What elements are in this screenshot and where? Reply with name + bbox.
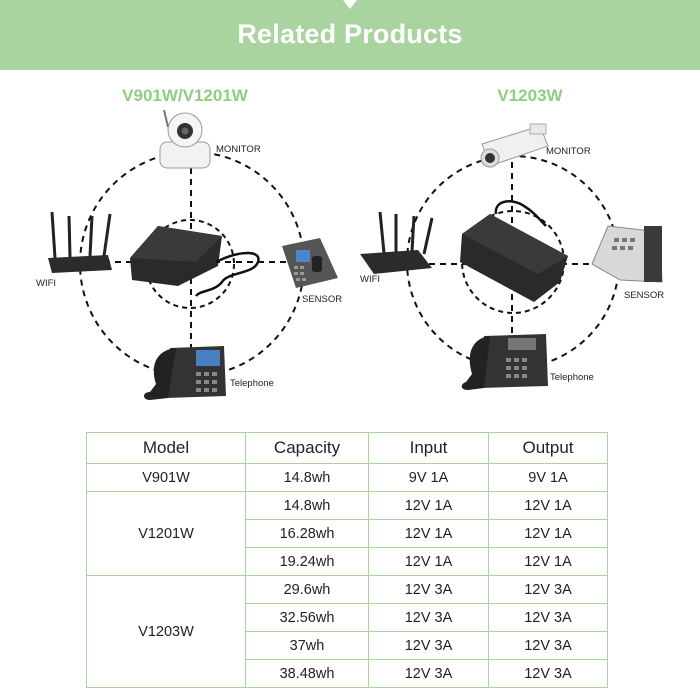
cell-input: 12V 1A (368, 519, 489, 548)
header-output: Output (488, 432, 608, 464)
ip-camera-icon (159, 109, 211, 169)
banner-notch (343, 0, 357, 9)
cell-output: 12V 3A (488, 575, 608, 604)
cell-output: 12V 3A (488, 631, 608, 660)
cell-input: 12V 3A (368, 659, 489, 688)
wifi-router-icon (360, 211, 434, 274)
cell-capacity: 32.56wh (245, 603, 369, 632)
table-row: V1201W 14.8wh 12V 1A 12V 1A (86, 491, 608, 576)
cell-input: 12V 3A (368, 575, 489, 604)
spec-table: Model Capacity Input Output V901W 14.8wh… (86, 432, 608, 688)
cell-model: V901W (86, 463, 246, 492)
cell-capacity: 14.8wh (245, 463, 369, 492)
cell-output: 12V 3A (488, 659, 608, 688)
cell-input: 12V 3A (368, 603, 489, 632)
cell-input: 9V 1A (368, 463, 489, 492)
fingerprint-sensor-icon (282, 238, 338, 288)
cell-output: 12V 1A (488, 491, 608, 520)
cell-capacity: 14.8wh (245, 491, 369, 520)
bullet-camera-icon (480, 123, 549, 168)
table-row: 19.24wh 12V 1A 12V 1A (87, 547, 608, 576)
label-monitor: MONITOR (216, 144, 261, 155)
diagram-right: MONITOR WIFI SENSOR Telephone (360, 123, 664, 390)
table-row: 38.48wh 12V 3A 12V 3A (87, 659, 608, 688)
wifi-router-icon (48, 211, 112, 273)
telephone-icon (461, 334, 548, 390)
cell-output: 12V 3A (488, 603, 608, 632)
label-telephone: Telephone (230, 378, 274, 389)
label-wifi: WIFI (360, 274, 380, 285)
cell-input: 12V 1A (368, 547, 489, 576)
power-bank-icon (460, 200, 568, 302)
table-row: 37wh 12V 3A 12V 3A (87, 631, 608, 660)
header-banner: Related Products (0, 0, 700, 70)
label-monitor: MONITOR (546, 146, 591, 157)
header-input: Input (368, 432, 489, 464)
cell-model: V1203W (86, 575, 246, 688)
cell-capacity: 37wh (245, 631, 369, 660)
cell-input: 12V 1A (368, 491, 489, 520)
table-row: V1203W 29.6wh 12V 3A 12V 3A (86, 575, 608, 688)
table-row: 16.28wh 12V 1A 12V 1A (87, 519, 608, 548)
cell-capacity: 38.48wh (245, 659, 369, 688)
access-panel-icon (591, 225, 663, 283)
diagram-left: MONITOR WIFI SENSOR Telephone (36, 109, 342, 400)
cell-output: 12V 1A (488, 519, 608, 548)
cell-capacity: 16.28wh (245, 519, 369, 548)
header-capacity: Capacity (245, 432, 369, 464)
cell-model: V1201W (86, 491, 246, 576)
power-bank-icon (130, 226, 260, 297)
diagram-title-left: V901W/V1201W (122, 86, 248, 105)
telephone-icon (144, 346, 226, 400)
label-sensor: SENSOR (302, 294, 342, 305)
cell-capacity: 29.6wh (245, 575, 369, 604)
header-model: Model (86, 432, 246, 464)
cell-input: 12V 3A (368, 631, 489, 660)
page-title: Related Products (237, 19, 463, 49)
table-row: V901W 14.8wh 9V 1A 9V 1A (86, 463, 608, 492)
diagram-title-right: V1203W (497, 86, 563, 105)
label-telephone: Telephone (550, 372, 594, 383)
cell-output: 9V 1A (488, 463, 608, 492)
table-header-row: Model Capacity Input Output (86, 432, 608, 464)
cell-capacity: 19.24wh (245, 547, 369, 576)
connection-diagrams: MONITOR WIFI SENSOR Telephone (36, 109, 664, 400)
label-sensor: SENSOR (624, 290, 664, 301)
cell-output: 12V 1A (488, 547, 608, 576)
label-wifi: WIFI (36, 278, 56, 289)
